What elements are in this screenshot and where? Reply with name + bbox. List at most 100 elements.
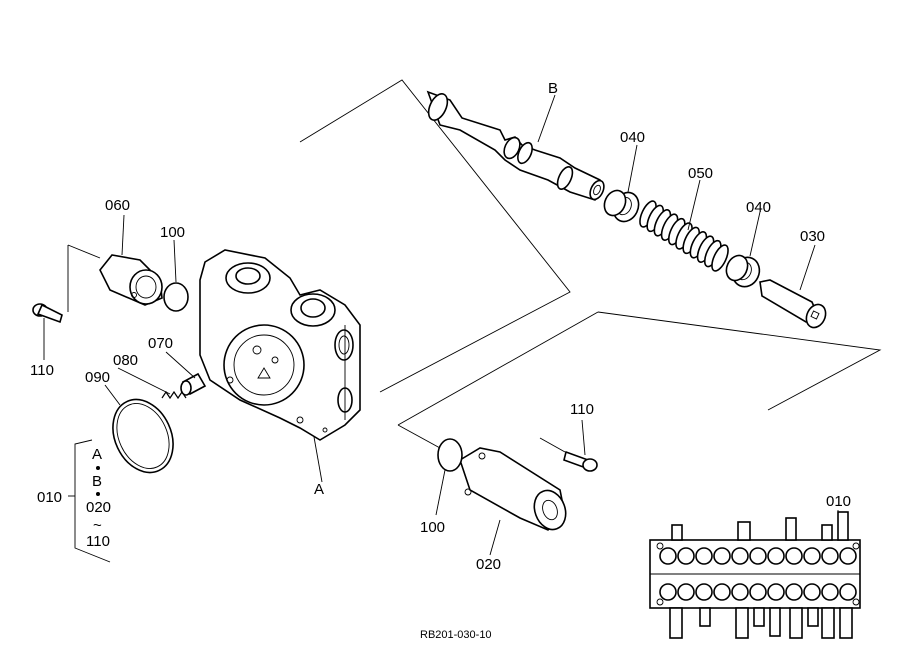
thumb-bolt bbox=[852, 542, 860, 550]
kit-line-020: 020 bbox=[86, 499, 111, 516]
leader-070 bbox=[165, 351, 196, 379]
spring-coil bbox=[711, 244, 729, 272]
label-090: 090 bbox=[85, 369, 110, 386]
thumb-spool-bottom bbox=[769, 607, 781, 637]
leader-020 bbox=[489, 519, 501, 556]
leader-b bbox=[537, 94, 556, 143]
label-100-b: 100 bbox=[420, 519, 445, 536]
upper-right-frame-line bbox=[597, 311, 882, 411]
thumb-port bbox=[677, 547, 695, 565]
leader-110-b bbox=[581, 419, 586, 456]
kit-line-b: B bbox=[92, 473, 102, 490]
thumb-port bbox=[659, 547, 677, 565]
thumb-port bbox=[677, 583, 695, 601]
thumb-spool-top bbox=[821, 524, 833, 541]
thumb-port bbox=[749, 547, 767, 565]
kit-line-110: 110 bbox=[86, 533, 110, 550]
thumb-port bbox=[821, 547, 839, 565]
frame-110-b bbox=[539, 437, 566, 453]
label-110-a: 110 bbox=[30, 362, 54, 379]
part-060-cap bbox=[99, 254, 163, 306]
thumb-port bbox=[803, 547, 821, 565]
label-030: 030 bbox=[800, 228, 825, 245]
thumb-port bbox=[767, 583, 785, 601]
label-020: 020 bbox=[476, 556, 501, 573]
thumb-spool-bottom bbox=[789, 607, 803, 639]
lower-frame-line bbox=[397, 311, 599, 426]
thumb-bolt bbox=[656, 542, 664, 550]
part-100-oring-a bbox=[163, 282, 189, 312]
kit-bullet-a bbox=[96, 466, 100, 470]
thumb-port bbox=[803, 583, 821, 601]
thumb-spool-bottom bbox=[669, 607, 683, 639]
kit-tilde: ~ bbox=[93, 517, 102, 534]
thumb-spool-bottom bbox=[753, 607, 765, 627]
thumb-bolt bbox=[852, 598, 860, 606]
leader-090 bbox=[104, 384, 121, 406]
label-b-top: B bbox=[548, 80, 558, 97]
thumb-spool-bottom bbox=[699, 607, 711, 627]
label-040-a: 040 bbox=[620, 129, 645, 146]
kit-bracket bbox=[68, 439, 111, 563]
thumb-port bbox=[839, 547, 857, 565]
thumb-spool-top bbox=[837, 511, 849, 541]
leader-100-a bbox=[173, 239, 177, 283]
thumb-port bbox=[713, 547, 731, 565]
part-100-oring-b bbox=[437, 438, 463, 472]
thumb-port bbox=[785, 583, 803, 601]
drawing-code: RB201-030-10 bbox=[420, 629, 492, 641]
part-050-spring bbox=[639, 200, 729, 272]
thumb-port bbox=[821, 583, 839, 601]
thumb-spool-top bbox=[671, 524, 683, 541]
thumb-port bbox=[731, 583, 749, 601]
thumb-spool-top bbox=[737, 521, 751, 541]
leader-050 bbox=[687, 179, 701, 231]
thumb-port bbox=[731, 547, 749, 565]
kit-line-a: A bbox=[92, 446, 102, 463]
label-070: 070 bbox=[148, 335, 173, 352]
leader-a bbox=[313, 436, 323, 483]
thumb-port bbox=[767, 547, 785, 565]
upper-frame-line bbox=[299, 79, 571, 393]
part-090-oring bbox=[112, 398, 174, 474]
part-070-plug bbox=[180, 372, 207, 396]
valve-body bbox=[199, 249, 361, 441]
lower-frame-return bbox=[397, 424, 441, 449]
frame-060 bbox=[67, 244, 101, 259]
part-040-washer-a bbox=[603, 189, 640, 223]
kit-bullet-b bbox=[96, 492, 100, 496]
thumb-port bbox=[659, 583, 677, 601]
thumb-port bbox=[839, 583, 857, 601]
label-100-a: 100 bbox=[160, 224, 185, 241]
label-040-b: 040 bbox=[746, 199, 771, 216]
label-010-right: 010 bbox=[826, 493, 851, 510]
leader-040-b bbox=[749, 211, 761, 257]
leader-060 bbox=[121, 214, 125, 256]
label-080: 080 bbox=[113, 352, 138, 369]
label-110-b: 110 bbox=[570, 401, 594, 418]
part-110-screw-b bbox=[563, 450, 598, 472]
label-050: 050 bbox=[688, 165, 713, 182]
part-090-oring-inner bbox=[116, 403, 170, 469]
assembly-thumbnail bbox=[649, 511, 861, 639]
thumb-port bbox=[695, 547, 713, 565]
spool-b bbox=[426, 90, 605, 201]
part-110-screw-a bbox=[32, 303, 63, 324]
leader-100-b bbox=[435, 469, 446, 516]
leader-030 bbox=[799, 244, 816, 291]
thumb-spool-bottom bbox=[821, 607, 835, 639]
leader-040-a bbox=[627, 144, 638, 193]
thumb-spool-bottom bbox=[807, 607, 819, 627]
thumb-spool-bottom bbox=[735, 607, 749, 639]
thumb-port bbox=[713, 583, 731, 601]
label-a-bottom: A bbox=[314, 481, 324, 498]
kit-label-010: 010 bbox=[37, 489, 62, 506]
part-020-cap bbox=[459, 447, 567, 531]
part-030-bolt bbox=[759, 279, 827, 329]
part-040-washer-b bbox=[725, 254, 761, 288]
thumb-port bbox=[749, 583, 767, 601]
leader-080 bbox=[117, 367, 171, 395]
label-060: 060 bbox=[105, 197, 130, 214]
